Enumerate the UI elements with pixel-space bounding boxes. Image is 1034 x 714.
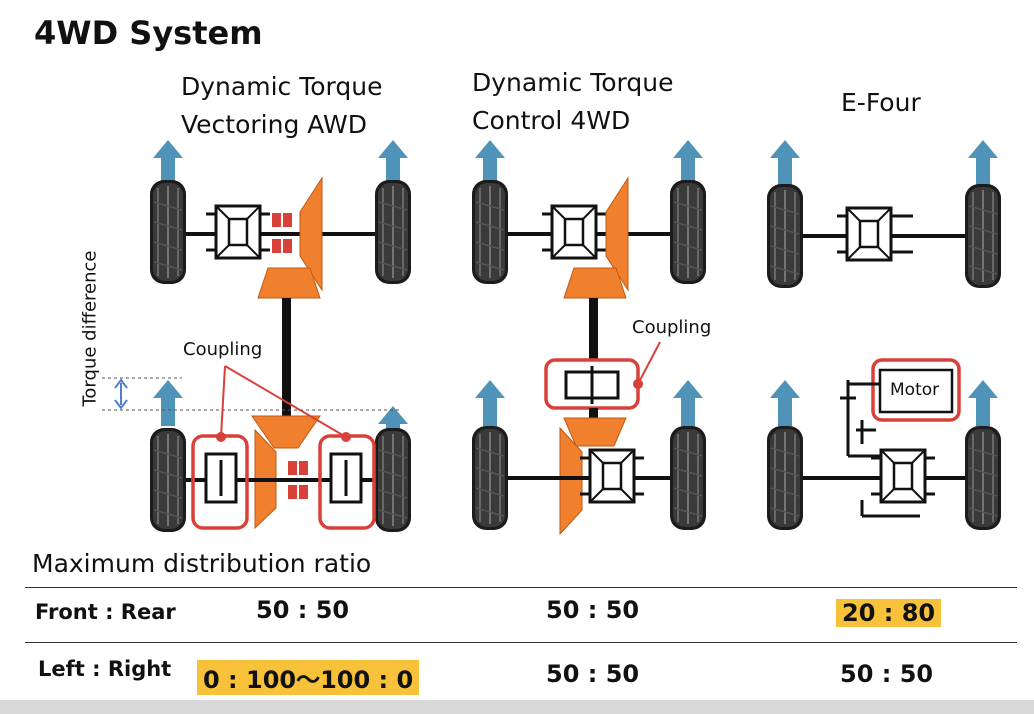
system-title-line: Control 4WD (472, 106, 631, 135)
system-title-efour: E-Four (841, 84, 921, 122)
coupling-label-dtc: Coupling (632, 317, 712, 338)
table-rule (25, 642, 1017, 643)
system-title-line: Dynamic Torque (472, 68, 674, 97)
system-dtv (102, 140, 412, 533)
torque-difference-text: Torque difference (79, 250, 101, 407)
motor-label: Motor (890, 380, 940, 400)
system-title-dtc: Dynamic Torque Control 4WD (472, 64, 673, 140)
page-title: 4WD System (34, 14, 263, 52)
ratio-section-title: Maximum distribution ratio (32, 549, 372, 578)
ratio-value: 50 : 50 (256, 596, 350, 624)
system-title-line: E-Four (841, 88, 921, 117)
system-title-line: Dynamic Torque (181, 72, 383, 101)
coupling-label-dtv: Coupling (183, 339, 263, 360)
ratio-value: 50 : 50 (840, 660, 934, 688)
system-title-dtv: Dynamic Torque Vectoring AWD (181, 68, 382, 144)
ratio-value: 50 : 50 (546, 660, 640, 688)
ratio-value: 50 : 50 (546, 596, 640, 624)
system-efour (766, 140, 1002, 531)
ratio-value-highlighted: 0 : 100～100 : 0 (197, 660, 420, 695)
row-label-front-rear: Front : Rear (35, 600, 176, 624)
bottom-strip (0, 700, 1034, 714)
system-title-line: Vectoring AWD (181, 110, 367, 139)
system-dtc (471, 140, 707, 536)
row-label-left-right: Left : Right (38, 657, 172, 681)
drivetrain-diagram (102, 140, 1002, 536)
ratio-value-highlighted: 20 : 80 (836, 599, 942, 627)
table-rule (25, 587, 1017, 588)
